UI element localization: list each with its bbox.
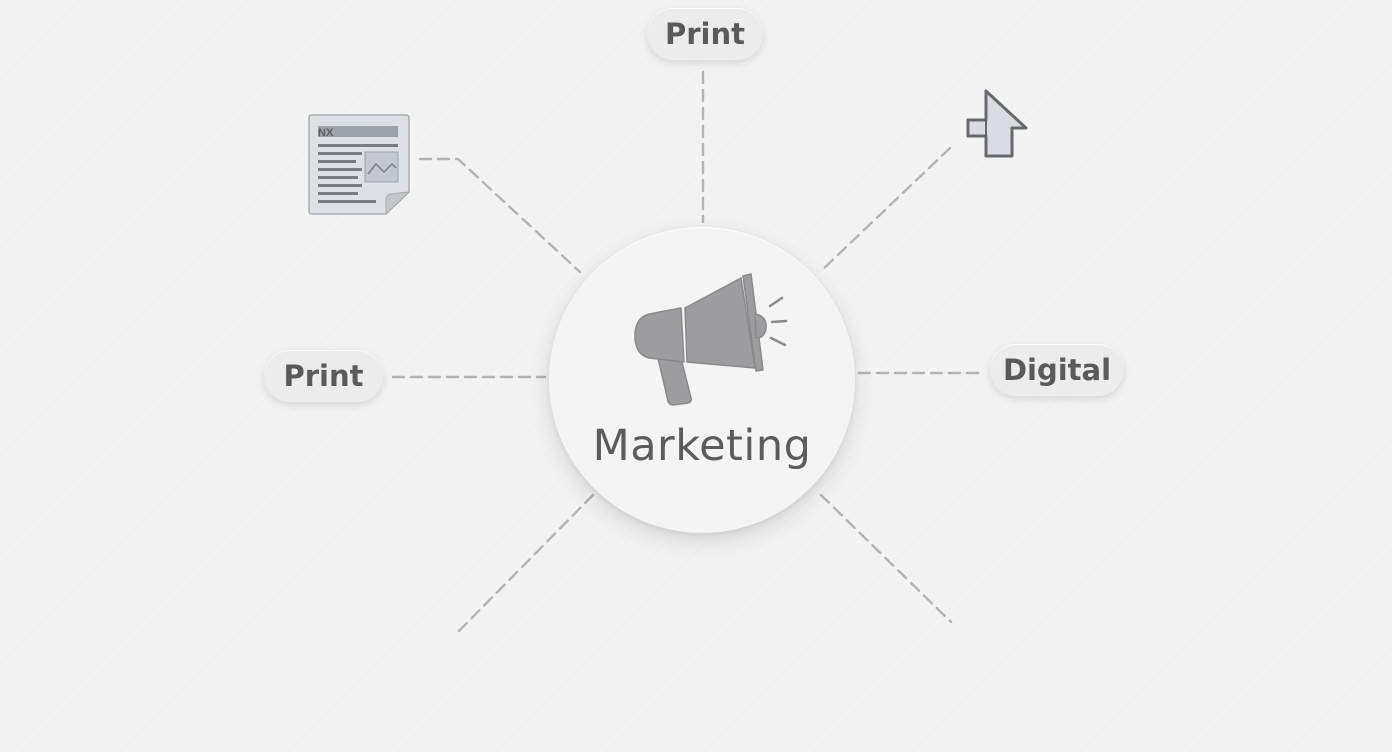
newspaper-icon[interactable]: NX: [306, 114, 410, 216]
center-node[interactable]: Marketing: [549, 227, 855, 533]
connector-top-left: [418, 157, 582, 274]
connector-bottom-left: [455, 493, 595, 635]
branch-print-top[interactable]: Print: [647, 8, 763, 60]
branch-print-left[interactable]: Print: [264, 350, 383, 402]
connector-bottom-right: [819, 493, 953, 624]
center-label: Marketing: [592, 421, 812, 471]
cursor-arrow-icon[interactable]: [964, 88, 1030, 160]
newspaper-masthead: NX: [318, 127, 334, 139]
connector-top-right: [818, 146, 952, 274]
branch-digital[interactable]: Digital: [990, 344, 1124, 396]
megaphone-icon: [634, 273, 788, 406]
